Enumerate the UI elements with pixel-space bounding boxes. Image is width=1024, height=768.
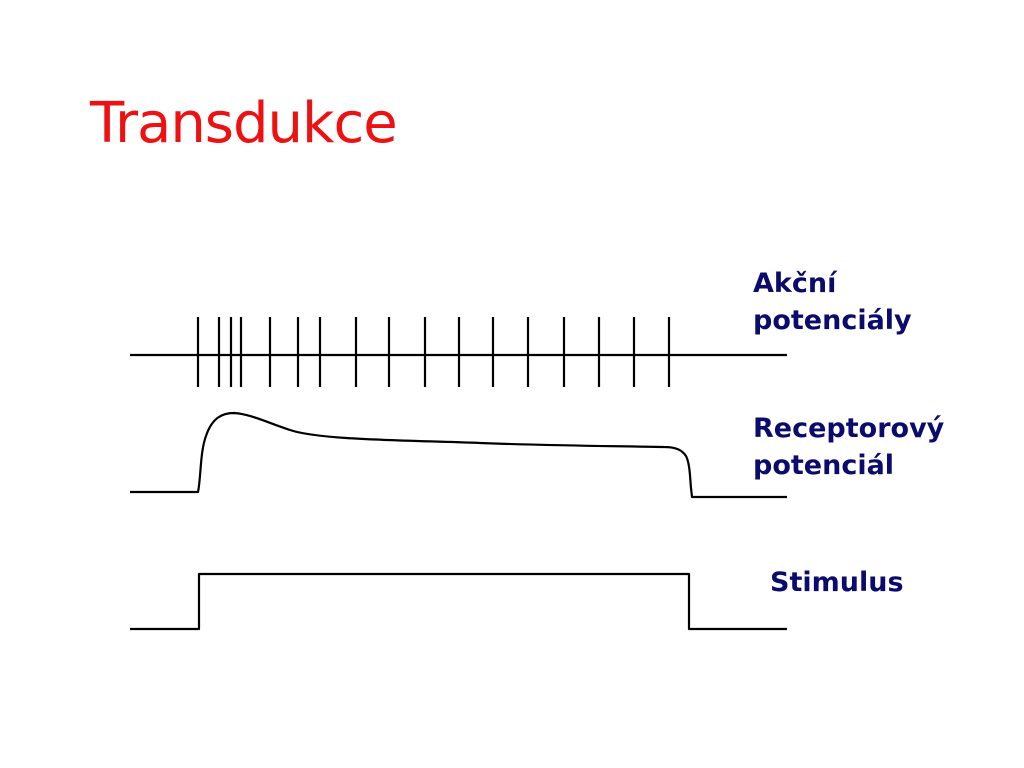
label-stimulus: Stimulus <box>770 564 904 601</box>
label-receptor-potential: Receptorový potenciál <box>753 410 944 484</box>
stimulus-trace <box>130 572 787 631</box>
action-potential-spikes <box>196 317 671 387</box>
label-receptor-potential-line-1: Receptorový <box>753 413 945 444</box>
label-action-potentials: Akční potenciály <box>753 265 912 339</box>
label-receptor-potential-line-2: potenciál <box>753 450 895 481</box>
label-action-potentials-line-2: potenciály <box>753 305 912 336</box>
slide-title: Transdukce <box>90 91 398 156</box>
receptor-potential-trace <box>130 411 787 499</box>
label-stimulus-line-1: Stimulus <box>770 567 904 598</box>
label-action-potentials-line-1: Akční <box>753 268 837 299</box>
